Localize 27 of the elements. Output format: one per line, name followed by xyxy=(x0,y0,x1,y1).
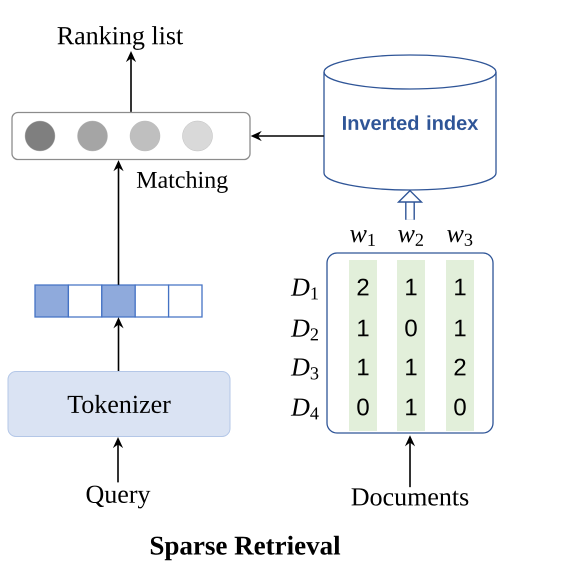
row-header: D$_{2}$ xyxy=(290,320,318,340)
label-text: Query xyxy=(86,486,150,508)
matrix-value: 1 xyxy=(455,320,466,336)
column-header: w$_{1}$ xyxy=(350,230,375,246)
matrix-value: 2 xyxy=(454,358,466,376)
matrix-value: 2 xyxy=(358,278,368,296)
process-box: Tokenizer xyxy=(8,371,230,437)
matrix-value: 1 xyxy=(406,278,416,296)
column-header: w$_{2}$ xyxy=(398,230,423,246)
node-caption: Matching xyxy=(136,171,228,193)
row-header: D$_{3}$ xyxy=(290,358,318,380)
matrix-value: 0 xyxy=(405,320,417,336)
vector-bar xyxy=(34,284,203,318)
column-header: w$_{3}$ xyxy=(447,230,472,246)
label-text: Ranking list xyxy=(58,26,184,50)
database-cylinder: Inverted index xyxy=(323,54,497,191)
matrix-value: 1 xyxy=(358,358,368,376)
rounded-box xyxy=(11,112,251,160)
matrix-value: 1 xyxy=(455,278,466,296)
row-header: D$_{4}$ xyxy=(290,398,319,420)
matrix-value: 1 xyxy=(358,320,368,336)
matrix-value: 1 xyxy=(406,398,416,416)
caption: Sparse Retrieval xyxy=(150,536,340,560)
matrix-value: 0 xyxy=(357,398,369,416)
label-text: Documents xyxy=(352,488,468,506)
matrix-value: 0 xyxy=(454,398,466,416)
matrix-value: 1 xyxy=(406,358,416,376)
